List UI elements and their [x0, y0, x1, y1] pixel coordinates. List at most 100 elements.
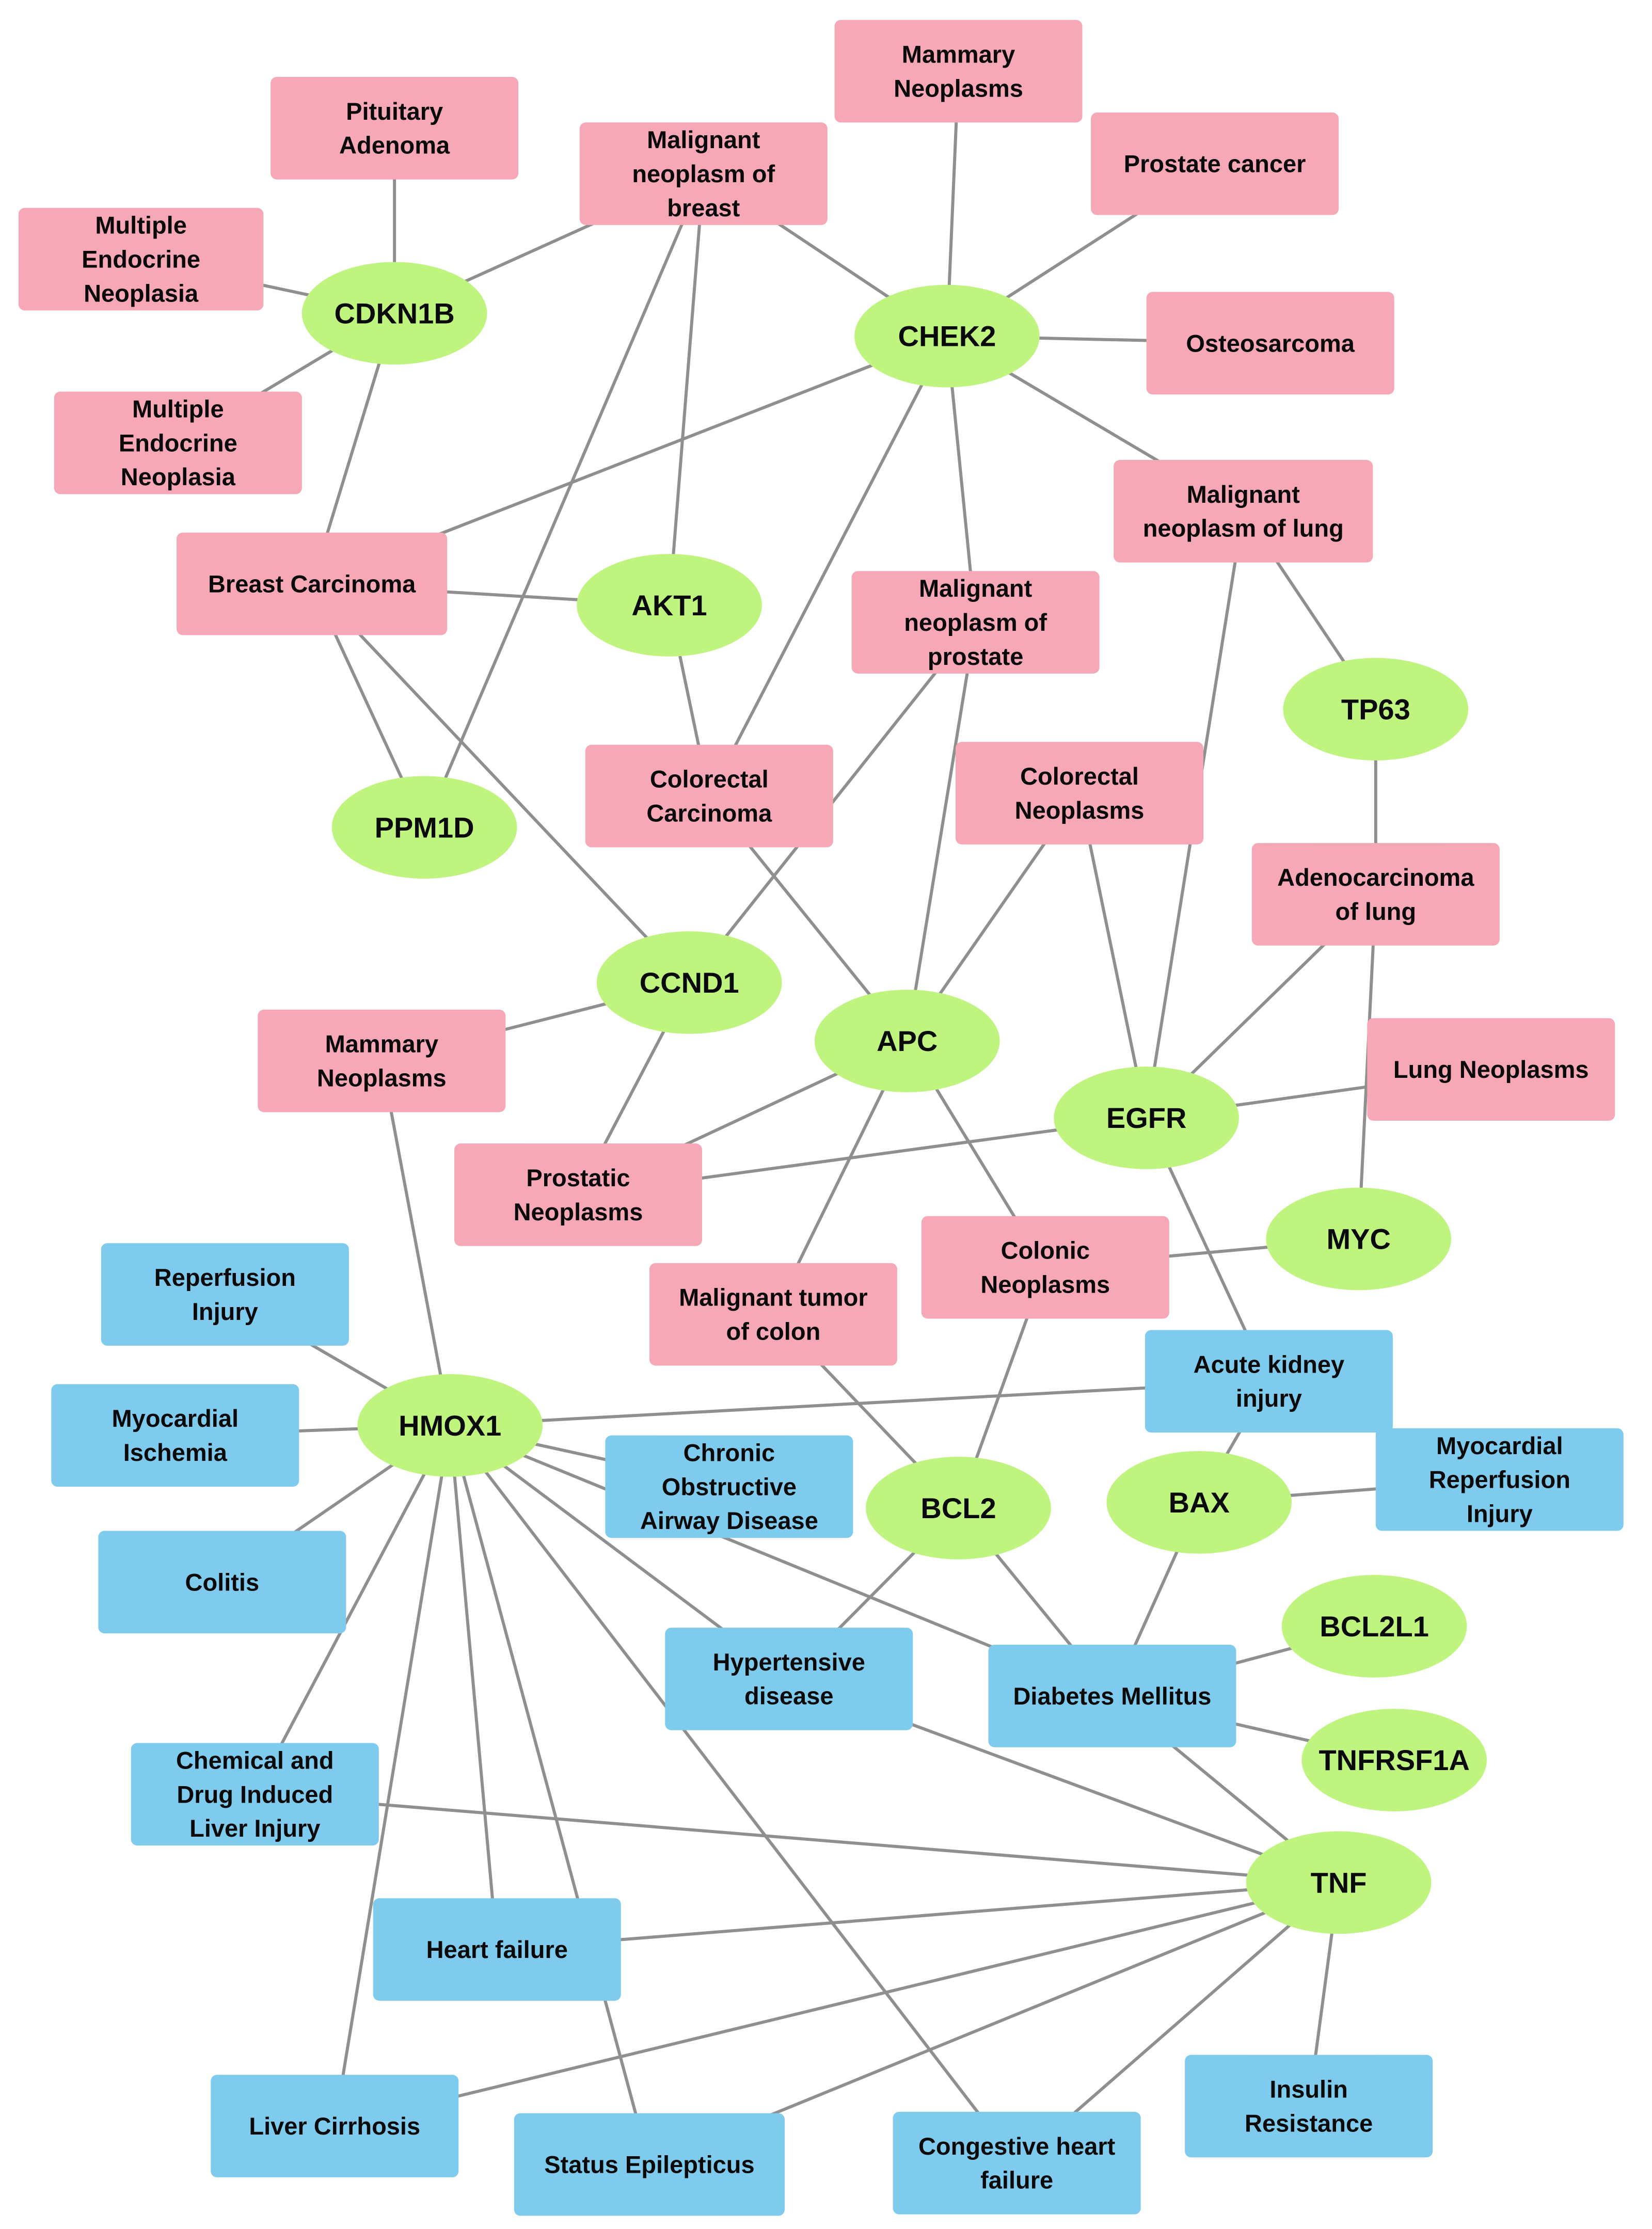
- disease-box: [1145, 1330, 1393, 1433]
- node-label: EGFR: [1106, 1102, 1187, 1134]
- gene-ellipse: [1266, 1187, 1452, 1291]
- gene-ellipse: [866, 1457, 1051, 1559]
- node-label: Breast Carcinoma: [208, 570, 416, 597]
- edge-hmox1-chf: [449, 1424, 1019, 2164]
- gene-ellipse: [577, 554, 762, 657]
- disease-box: [851, 571, 1100, 674]
- disease-box: [1114, 460, 1373, 563]
- disease-box: [834, 20, 1083, 123]
- edge-hmox1-chem_liver: [253, 1424, 452, 1795]
- disease-box: [579, 122, 828, 225]
- disease-box: [649, 1263, 897, 1366]
- gene-ellipse: [357, 1374, 543, 1477]
- gene-node-chek2: CHEK2: [854, 284, 1040, 388]
- edge-apc-mal_prostate: [906, 622, 977, 1042]
- disease-box: [211, 2075, 459, 2177]
- disease-box: [1375, 1428, 1624, 1531]
- gene-node-cdkn1b: CDKN1B: [301, 262, 487, 365]
- node-label: TNFRSF1A: [1319, 1744, 1469, 1776]
- gene-node-ccnd1: CCND1: [596, 931, 782, 1034]
- edge-tnf-heart_failure: [497, 1881, 1339, 1951]
- node-label: Status Epilepticus: [544, 2151, 754, 2178]
- disease-box: [893, 2112, 1141, 2215]
- node-label: MYC: [1326, 1223, 1390, 1255]
- node-label: CCND1: [640, 966, 739, 999]
- gene-ellipse: [331, 776, 517, 879]
- disease-node-heart_failure: Heart failure: [373, 1898, 621, 2001]
- gene-ellipse: [1106, 1451, 1292, 1554]
- node-label: Heart failure: [426, 1936, 568, 1963]
- disease-box: [585, 744, 833, 848]
- disease-box: [18, 208, 264, 311]
- disease-box: [1146, 292, 1394, 395]
- node-label: HMOX1: [399, 1409, 501, 1442]
- disease-box: [454, 1143, 702, 1246]
- node-label: APC: [877, 1025, 938, 1057]
- gene-node-tp63: TP63: [1283, 658, 1469, 761]
- node-label: Colitis: [185, 1568, 260, 1596]
- gene-node-tnf: TNF: [1246, 1831, 1432, 1934]
- node-label: Lung Neoplasms: [1393, 1056, 1589, 1083]
- node-label: Liver Cirrhosis: [249, 2112, 420, 2140]
- node-label: BAX: [1169, 1486, 1230, 1519]
- edge-hmox1-mammary_mid: [380, 1060, 452, 1426]
- disease-box: [101, 1243, 349, 1346]
- disease-node-diabetes: Diabetes Mellitus: [988, 1645, 1236, 1747]
- disease-node-status_epi: Status Epilepticus: [514, 2113, 785, 2216]
- disease-box: [373, 1898, 621, 2001]
- disease-box: [1367, 1018, 1615, 1121]
- node-label: TP63: [1341, 693, 1410, 725]
- disease-box: [605, 1435, 853, 1538]
- gene-ellipse: [301, 262, 487, 365]
- disease-box: [258, 1009, 506, 1112]
- disease-node-lung_neo: Lung Neoplasms: [1367, 1018, 1615, 1121]
- disease-box: [921, 1216, 1169, 1319]
- gene-node-akt1: AKT1: [577, 554, 762, 657]
- node-label: PPM1D: [375, 811, 474, 843]
- edge-akt1-mal_breast: [668, 173, 705, 606]
- disease-node-colitis: Colitis: [98, 1531, 346, 1634]
- gene-ellipse: [1054, 1066, 1239, 1169]
- node-label: Prostate cancer: [1124, 150, 1306, 178]
- gene-ellipse: [596, 931, 782, 1034]
- edge-hmox1-liver_cirrhosis: [333, 1425, 452, 2127]
- disease-node-breast_carc: Breast Carcinoma: [177, 532, 448, 635]
- gene-node-bax: BAX: [1106, 1451, 1292, 1554]
- edge-chek2-colorectal_carc: [708, 335, 949, 797]
- disease-node-prostate_cancer: Prostate cancer: [1091, 112, 1339, 215]
- disease-box: [271, 76, 519, 180]
- gene-node-apc: APC: [814, 990, 1000, 1092]
- gene-ellipse: [854, 284, 1040, 388]
- edge-hmox1-status_epi: [448, 1425, 651, 2165]
